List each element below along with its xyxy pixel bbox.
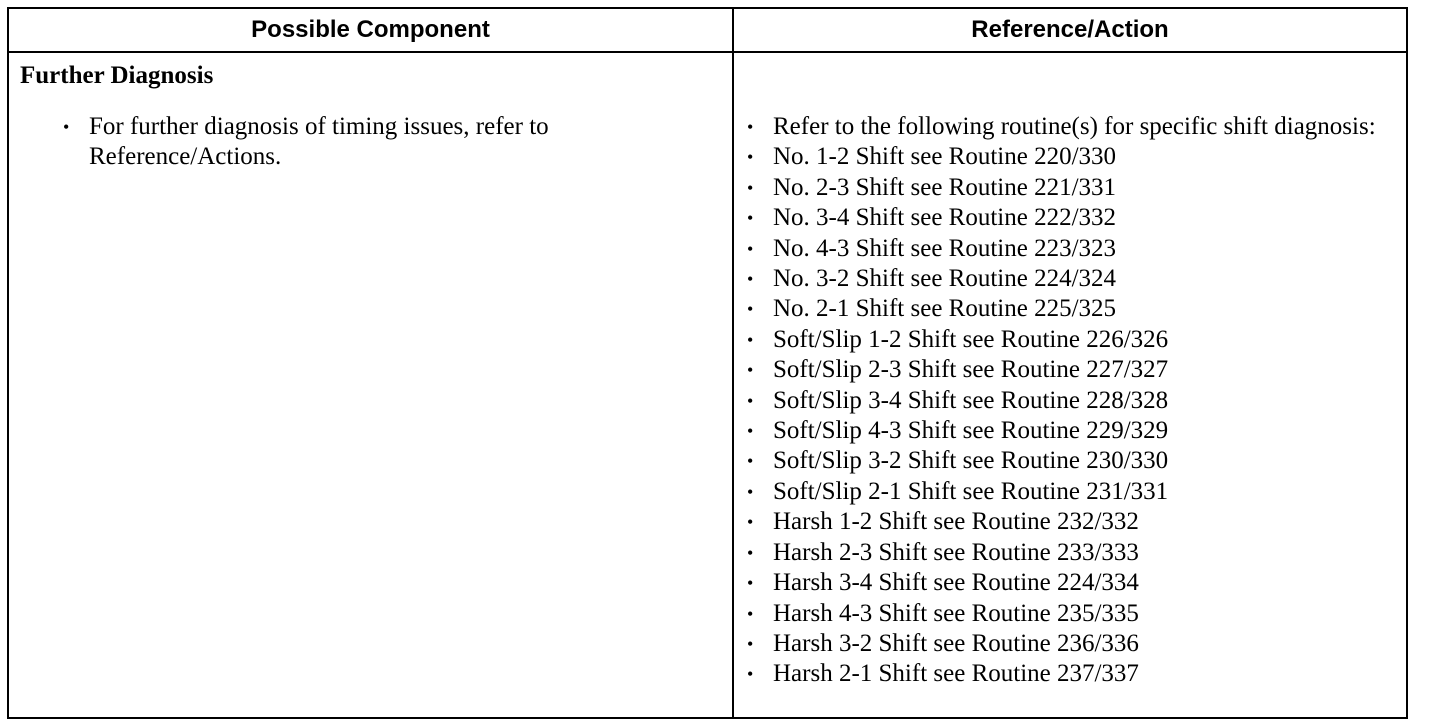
list-item: • Harsh 2-3 Shift see Routine 233/333 bbox=[747, 538, 1387, 568]
list-item: • For further diagnosis of timing issues,… bbox=[63, 112, 663, 173]
bullet-icon: • bbox=[747, 542, 754, 563]
list-item: • Harsh 4-3 Shift see Routine 235/335 bbox=[747, 599, 1387, 629]
bullet-icon: • bbox=[747, 512, 754, 533]
bullet-icon: • bbox=[747, 177, 754, 198]
bullet-icon: • bbox=[747, 390, 754, 411]
bullet-icon: • bbox=[747, 573, 754, 594]
list-item-text: Harsh 2-3 Shift see Routine 233/333 bbox=[773, 538, 1139, 566]
section-title: Further Diagnosis bbox=[20, 62, 214, 89]
list-item: • No. 2-3 Shift see Routine 221/331 bbox=[747, 173, 1387, 203]
list-item: • No. 4-3 Shift see Routine 223/323 bbox=[747, 234, 1387, 264]
list-item-text: For further diagnosis of timing issues, … bbox=[89, 113, 549, 171]
list-item: • Soft/Slip 4-3 Shift see Routine 229/329 bbox=[747, 416, 1387, 446]
list-item: • No. 1-2 Shift see Routine 220/330 bbox=[747, 142, 1387, 172]
list-item-text: Soft/Slip 4-3 Shift see Routine 229/329 bbox=[773, 417, 1169, 445]
bullet-icon: • bbox=[747, 329, 754, 350]
bullet-icon: • bbox=[747, 451, 754, 472]
bullet-icon: • bbox=[747, 481, 754, 502]
bullet-icon: • bbox=[747, 664, 754, 685]
list-item-text: Soft/Slip 2-3 Shift see Routine 227/327 bbox=[773, 356, 1169, 384]
list-item: • Soft/Slip 2-1 Shift see Routine 231/331 bbox=[747, 477, 1387, 507]
column-divider bbox=[732, 9, 734, 717]
list-item-text: Harsh 3-4 Shift see Routine 224/334 bbox=[773, 569, 1139, 597]
bullet-icon: • bbox=[747, 603, 754, 624]
list-item-text: No. 1-2 Shift see Routine 220/330 bbox=[773, 143, 1117, 171]
list-item-text: No. 3-2 Shift see Routine 224/324 bbox=[773, 265, 1117, 293]
bullet-icon: • bbox=[747, 269, 754, 290]
bullet-icon: • bbox=[747, 147, 754, 168]
list-item-text: Harsh 3-2 Shift see Routine 236/336 bbox=[773, 629, 1139, 657]
bullet-icon: • bbox=[747, 299, 754, 320]
list-item: • Harsh 2-1 Shift see Routine 237/337 bbox=[747, 659, 1387, 689]
bullet-icon: • bbox=[747, 238, 754, 259]
list-item-text: Harsh 4-3 Shift see Routine 235/335 bbox=[773, 599, 1139, 627]
list-item-text: Harsh 2-1 Shift see Routine 237/337 bbox=[773, 660, 1139, 688]
header-reference-action: Reference/Action bbox=[971, 16, 1169, 43]
list-item: • No. 3-2 Shift see Routine 224/324 bbox=[747, 264, 1387, 294]
list-item-text: Refer to the following routine(s) for sp… bbox=[773, 113, 1376, 140]
list-item: • Harsh 3-4 Shift see Routine 224/334 bbox=[747, 568, 1387, 598]
bullet-icon: • bbox=[747, 633, 754, 654]
diagnosis-table: Possible Component Reference/Action Furt… bbox=[7, 7, 1408, 719]
list-item: • Soft/Slip 3-2 Shift see Routine 230/330 bbox=[747, 446, 1387, 476]
list-item: • Soft/Slip 1-2 Shift see Routine 226/326 bbox=[747, 325, 1387, 355]
list-item-text: Soft/Slip 1-2 Shift see Routine 226/326 bbox=[773, 325, 1169, 353]
possible-component-list: • For further diagnosis of timing issues,… bbox=[63, 112, 663, 173]
bullet-icon: • bbox=[747, 117, 754, 137]
list-item: • Soft/Slip 3-4 Shift see Routine 228/328 bbox=[747, 386, 1387, 416]
list-item-text: Soft/Slip 3-4 Shift see Routine 228/328 bbox=[773, 386, 1169, 414]
list-item-text: No. 3-4 Shift see Routine 222/332 bbox=[773, 204, 1117, 232]
list-item-text: Harsh 1-2 Shift see Routine 232/332 bbox=[773, 508, 1139, 536]
list-item: • Soft/Slip 2-3 Shift see Routine 227/327 bbox=[747, 355, 1387, 385]
reference-action-list: • Refer to the following routine(s) for s… bbox=[747, 112, 1387, 690]
bullet-icon: • bbox=[747, 421, 754, 442]
list-item-text: No. 2-3 Shift see Routine 221/331 bbox=[773, 173, 1117, 201]
header-possible-component: Possible Component bbox=[251, 16, 490, 43]
bullet-icon: • bbox=[747, 360, 754, 381]
header-divider bbox=[9, 51, 1406, 53]
list-item: • Harsh 3-2 Shift see Routine 236/336 bbox=[747, 629, 1387, 659]
bullet-icon: • bbox=[63, 117, 70, 137]
list-item: • No. 3-4 Shift see Routine 222/332 bbox=[747, 203, 1387, 233]
list-item-text: Soft/Slip 2-1 Shift see Routine 231/331 bbox=[773, 477, 1169, 505]
bullet-icon: • bbox=[747, 208, 754, 229]
list-item: • Refer to the following routine(s) for s… bbox=[747, 112, 1387, 142]
list-item: • No. 2-1 Shift see Routine 225/325 bbox=[747, 294, 1387, 324]
list-item-text: Soft/Slip 3-2 Shift see Routine 230/330 bbox=[773, 447, 1169, 475]
list-item: • Harsh 1-2 Shift see Routine 232/332 bbox=[747, 507, 1387, 537]
list-item-text: No. 4-3 Shift see Routine 223/323 bbox=[773, 234, 1117, 262]
list-item-text: No. 2-1 Shift see Routine 225/325 bbox=[773, 295, 1117, 323]
